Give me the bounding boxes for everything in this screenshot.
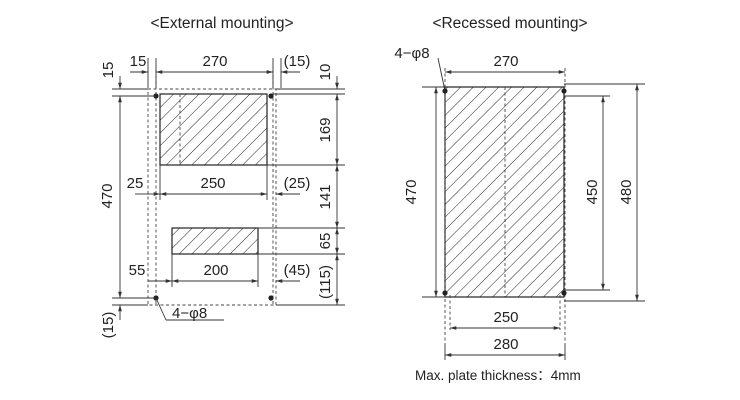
external-title: <External mounting> bbox=[150, 15, 293, 32]
recessed-height-left-label: 470 bbox=[403, 179, 420, 204]
dim-height-total-label: 470 bbox=[99, 183, 116, 208]
recessed-bottom-outer-label: 280 bbox=[493, 336, 518, 353]
lower-cutout bbox=[171, 227, 259, 255]
hole-icon bbox=[442, 290, 448, 296]
dim-top-width-label: 270 bbox=[202, 53, 227, 70]
hole-icon bbox=[268, 93, 274, 99]
dim-upper-height-label: 169 bbox=[317, 117, 334, 142]
upper-cutout bbox=[159, 93, 268, 166]
hole-leader bbox=[155, 297, 167, 321]
dim-lower-height-label: 65 bbox=[317, 233, 334, 250]
dim-gap-height-label: 141 bbox=[317, 184, 334, 209]
recessed-cutout bbox=[444, 86, 565, 298]
dim-low-left-label: 55 bbox=[129, 262, 146, 279]
dim-low-width-label: 200 bbox=[203, 262, 228, 279]
external-mounting: <External mounting> 15 270 (15) bbox=[99, 15, 345, 338]
dim-top-left-label: 15 bbox=[130, 53, 147, 70]
recessed-mounting: <Recessed mounting> 270 4−φ8 470 450 bbox=[394, 15, 645, 383]
dim-mid-right-label: (25) bbox=[284, 175, 311, 192]
dim-low-right-label: (45) bbox=[284, 262, 311, 279]
dim-right-top-label: 10 bbox=[317, 64, 334, 81]
recessed-hole-label: 4−φ8 bbox=[394, 45, 429, 62]
hole-icon bbox=[268, 295, 274, 301]
recessed-top-width-label: 270 bbox=[493, 53, 518, 70]
dim-top-right-label: (15) bbox=[284, 53, 311, 70]
hole-leader bbox=[437, 57, 446, 92]
recessed-height-inner-label: 450 bbox=[584, 179, 601, 204]
dim-bottom-left-label: (15) bbox=[100, 312, 117, 339]
hole-icon bbox=[561, 290, 567, 296]
external-hole-label: 4−φ8 bbox=[172, 305, 207, 322]
recessed-bottom-inner-label: 250 bbox=[493, 309, 518, 326]
hole-icon bbox=[561, 88, 567, 94]
recessed-height-outer-label: 480 bbox=[618, 179, 635, 204]
dim-bottom-right-label: (115) bbox=[317, 265, 334, 299]
external-outline bbox=[147, 88, 277, 306]
dim-mid-left-label: 25 bbox=[127, 175, 144, 192]
dim-mid-width-label: 250 bbox=[200, 175, 225, 192]
dim-left-top-label: 15 bbox=[100, 62, 117, 79]
recessed-title: <Recessed mounting> bbox=[432, 15, 587, 32]
plate-thickness-note: Max. plate thickness：4mm bbox=[415, 368, 581, 383]
